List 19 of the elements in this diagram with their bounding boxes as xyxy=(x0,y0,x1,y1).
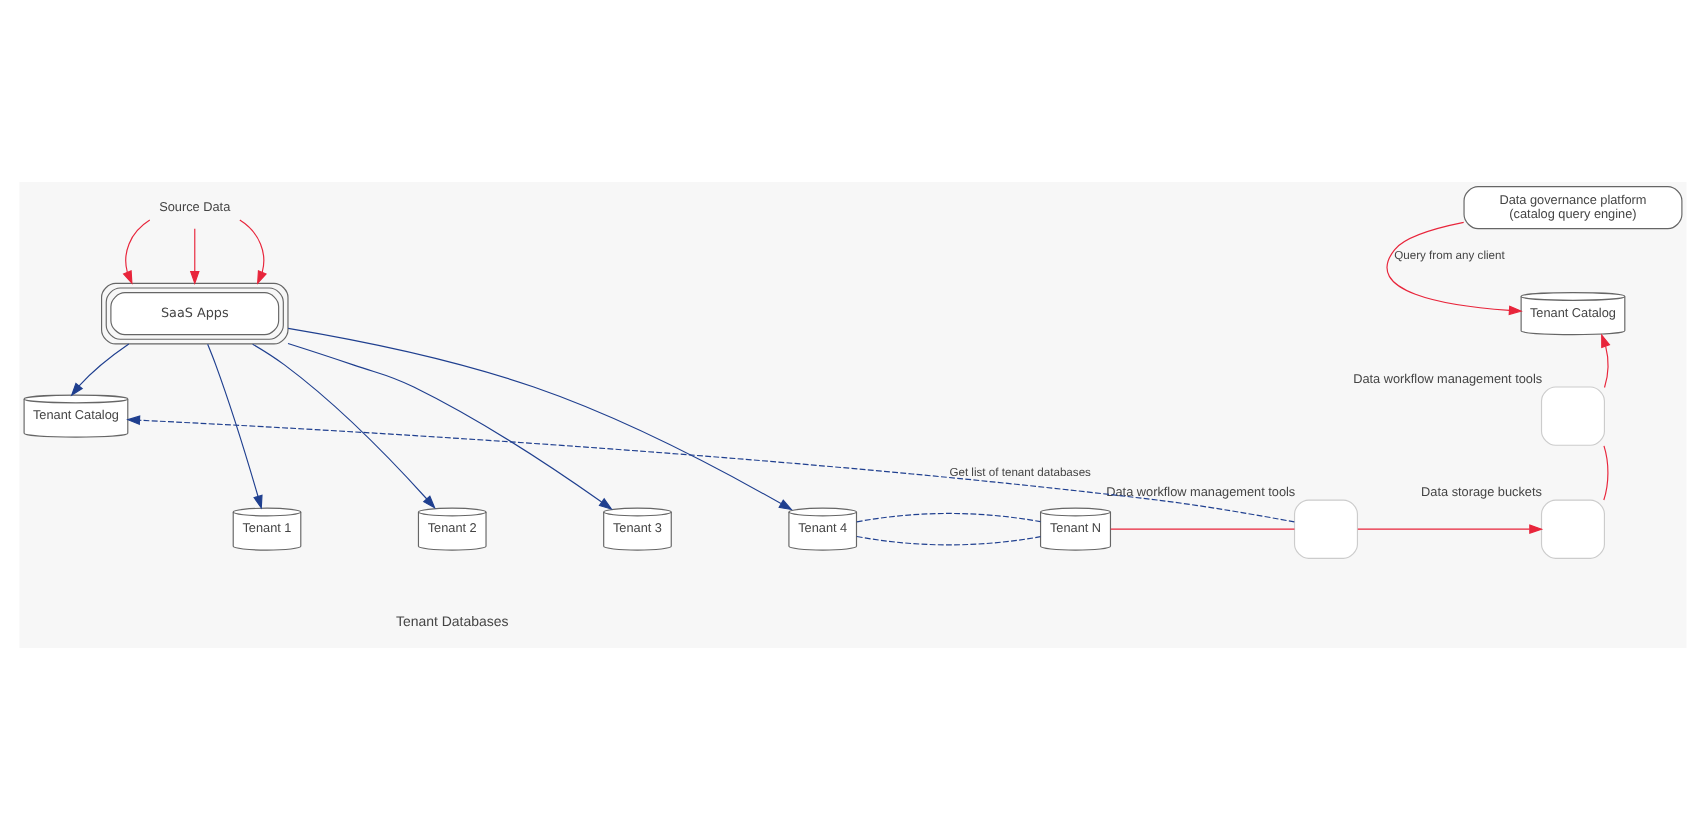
connector xyxy=(856,534,1042,545)
arrow xyxy=(287,326,793,510)
node-box xyxy=(1540,385,1605,445)
arrow xyxy=(70,342,130,396)
arrow xyxy=(1601,332,1611,388)
arrow xyxy=(239,218,267,284)
arrow xyxy=(252,342,436,508)
arrow xyxy=(126,414,1295,522)
connector xyxy=(1603,444,1609,500)
arrow xyxy=(1386,220,1523,315)
node-box xyxy=(1540,498,1605,558)
connector xyxy=(1110,527,1296,529)
arrow xyxy=(1357,523,1544,534)
arrow xyxy=(122,218,151,284)
arrow xyxy=(207,342,263,509)
connector xyxy=(856,511,1042,522)
arrow xyxy=(189,227,200,284)
arrow xyxy=(287,341,613,509)
node-box xyxy=(1293,498,1359,558)
